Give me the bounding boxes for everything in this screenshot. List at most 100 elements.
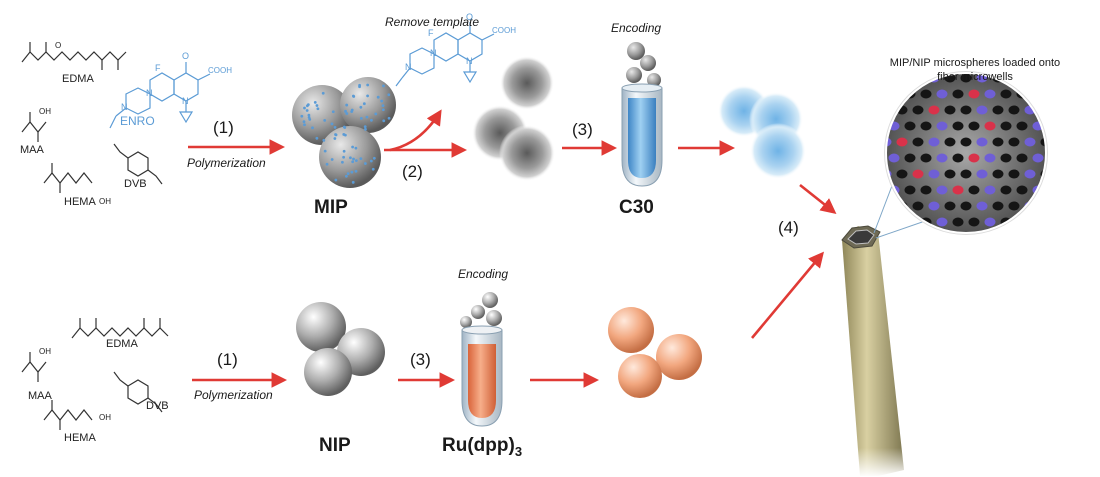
- template-dot: [362, 102, 366, 106]
- encoded-spheres-peach: [608, 307, 702, 398]
- encoded-spheres-blue: [718, 85, 806, 179]
- enro-o: O: [182, 51, 190, 61]
- template-dot: [316, 107, 320, 111]
- template-dot: [359, 116, 363, 120]
- microwell: [1000, 89, 1012, 99]
- dvb-label-bottom: DVB: [146, 400, 169, 412]
- porous-spheres-gray: [472, 56, 555, 181]
- microwell: [912, 169, 924, 179]
- template-n2: N: [405, 62, 412, 72]
- microwell: [920, 185, 932, 195]
- arrow-top-to-fiber: [799, 183, 837, 214]
- microwell: [886, 105, 892, 115]
- microwell: [952, 153, 964, 163]
- microwell: [886, 137, 892, 147]
- c30-label: C30: [619, 197, 654, 218]
- template-dot: [387, 116, 391, 120]
- template-dot: [345, 103, 349, 107]
- microwell: [920, 153, 932, 163]
- mip-spheres: [292, 77, 396, 188]
- microwell: [1049, 90, 1060, 99]
- template-dot: [376, 95, 380, 99]
- template-dot: [366, 94, 370, 98]
- microwell: [960, 201, 972, 211]
- microwell: [960, 73, 972, 83]
- enro-n1: N: [146, 88, 153, 98]
- microwell: [984, 217, 996, 227]
- microwell: [1008, 105, 1020, 115]
- microwell: [928, 105, 940, 115]
- microwell: [968, 185, 980, 195]
- template-dot: [351, 160, 355, 164]
- hema-structure-top: [43, 172, 93, 184]
- template-f: F: [428, 28, 434, 38]
- microwell: [960, 105, 972, 115]
- template-dot: [341, 160, 344, 164]
- maa-oh-top: OH: [39, 107, 51, 116]
- microwell: [912, 105, 924, 115]
- microwell: [888, 89, 900, 99]
- microwell: [952, 121, 964, 131]
- template-dot: [363, 162, 367, 165]
- microwell: [904, 121, 916, 131]
- maa-structure-bottom: [21, 361, 47, 373]
- microwell: [944, 169, 956, 179]
- microwell: [1024, 137, 1036, 147]
- template-dot: [382, 84, 385, 88]
- template-dot: [349, 156, 352, 160]
- mip-label: MIP: [314, 197, 348, 218]
- microwell: [1049, 186, 1060, 195]
- template-dot: [323, 149, 327, 153]
- template-dot: [381, 108, 385, 112]
- microwell: [1032, 89, 1044, 99]
- template-dot: [306, 103, 310, 107]
- microwell: [904, 185, 916, 195]
- template-dot: [372, 156, 376, 160]
- template-dot: [343, 126, 347, 129]
- template-dot: [323, 119, 327, 122]
- encoding-label-top: Encoding: [611, 21, 662, 35]
- enro-f: F: [155, 63, 161, 73]
- ru-dpp3-label: Ru(dpp)3: [442, 435, 522, 459]
- template-dot: [354, 146, 358, 150]
- template-dot: [371, 167, 375, 171]
- microwell: [976, 137, 988, 147]
- microwell: [992, 105, 1004, 115]
- step1-bottom-label: (1): [217, 350, 238, 369]
- hema-oh-bottom: OH: [99, 413, 111, 422]
- microwell: [960, 137, 972, 147]
- microwell: [952, 89, 964, 99]
- hema-oh-top: OH: [99, 197, 111, 206]
- step1-top-label: (1): [213, 118, 234, 137]
- microwell: [936, 217, 948, 227]
- top-monomers: [21, 42, 163, 193]
- mip-template-dots: [300, 83, 391, 184]
- arrows: [188, 109, 837, 388]
- template-dot: [352, 94, 355, 98]
- maa-label-bottom: MAA: [28, 390, 52, 402]
- microwell: [888, 153, 900, 163]
- step3-bottom-label: (3): [410, 350, 431, 369]
- template-dot: [381, 104, 385, 108]
- ru-dpp3-main: Ru(dpp): [442, 435, 515, 456]
- template-dot: [344, 174, 348, 178]
- template-dot: [354, 169, 358, 173]
- microwell: [1008, 169, 1020, 179]
- maa-label-top: MAA: [20, 144, 44, 156]
- microwell: [928, 201, 940, 211]
- template-dot: [334, 178, 338, 182]
- microwell: [1016, 217, 1028, 227]
- template-dot: [334, 133, 338, 137]
- template-dot: [300, 114, 304, 118]
- microwell: [1024, 169, 1036, 179]
- template-dot: [382, 119, 386, 123]
- microwell: [952, 185, 964, 195]
- template-n3: N: [466, 56, 473, 66]
- template-dot: [359, 157, 363, 161]
- dvb-structure-bottom: [113, 371, 163, 413]
- template-dot: [322, 138, 326, 142]
- template-dot: [354, 159, 358, 163]
- microwell: [1049, 154, 1060, 163]
- microwell: [936, 89, 948, 99]
- template-dot: [331, 110, 335, 114]
